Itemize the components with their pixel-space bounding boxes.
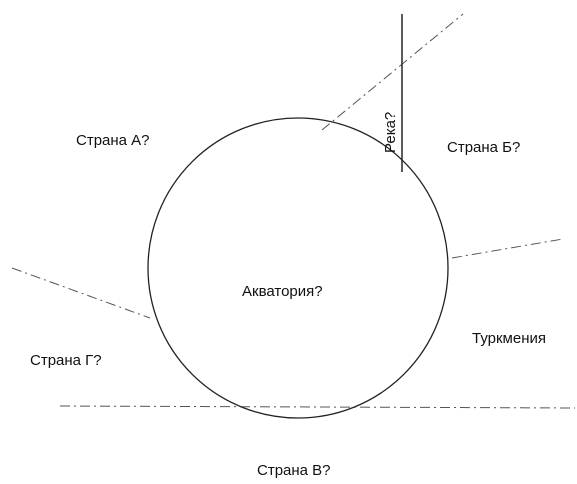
label-country-a: Страна А? xyxy=(76,132,150,149)
label-country-v: Страна В? xyxy=(257,462,331,479)
border-line-a-g xyxy=(11,267,151,319)
label-water-area: Акватория? xyxy=(242,283,323,300)
border-line-b-turkmenia xyxy=(451,238,564,259)
label-country-g: Страна Г? xyxy=(30,352,102,369)
border-line-g-v-turkmenia xyxy=(59,405,576,409)
label-turkmenia: Туркмения xyxy=(472,330,546,347)
label-river: Река? xyxy=(382,112,399,153)
water-area-circle xyxy=(147,117,449,419)
label-country-b: Страна Б? xyxy=(447,139,520,156)
